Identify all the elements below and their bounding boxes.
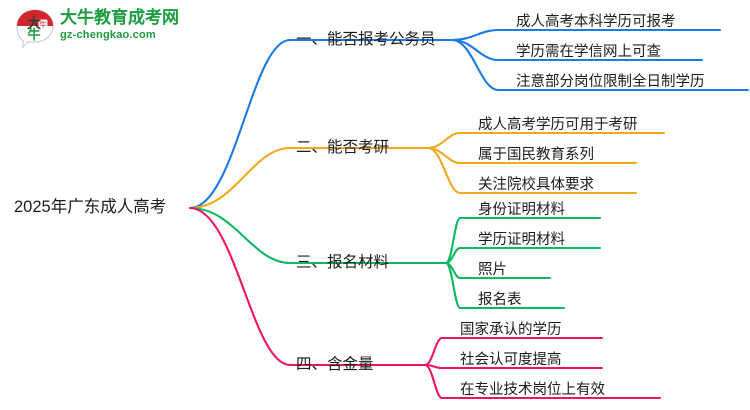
branch-label-2[interactable]: 二、能否考研 [296, 139, 390, 156]
logo-title: 大牛教育成考网 [60, 8, 179, 27]
leaf-label-3-1[interactable]: 身份证明材料 [478, 202, 565, 218]
leaf-connector-1-3 [450, 38, 500, 92]
branch-label-3[interactable]: 三、报名材料 [296, 254, 390, 271]
leaf-connector-4-1 [423, 336, 444, 367]
leaf-connector-1-1 [450, 28, 500, 42]
svg-text:大: 大 [27, 15, 41, 32]
leaf-label-1-2[interactable]: 学历需在学信网上可查 [516, 44, 661, 60]
leaf-connector-3-4 [444, 261, 462, 310]
site-logo[interactable]: 牛 大 牛 大牛教育成考网 gz-chengkao.com [14, 6, 194, 52]
svg-text:牛: 牛 [40, 20, 47, 29]
logo-text: 大牛教育成考网 gz-chengkao.com [60, 7, 179, 42]
branch-trunk-curve-3 [188, 206, 292, 265]
leaf-label-3-3[interactable]: 照片 [478, 262, 507, 278]
leaf-label-4-1[interactable]: 国家承认的学历 [460, 322, 562, 338]
branch-label-1[interactable]: 一、能否报考公务员 [296, 31, 436, 48]
leaf-label-3-4[interactable]: 报名表 [478, 292, 522, 308]
speech-bubble-logo-icon: 牛 大 牛 [16, 9, 54, 48]
leaf-connector-2-3 [426, 146, 462, 195]
leaf-label-2-1[interactable]: 成人高考学历可用于考研 [478, 117, 638, 133]
branch-trunk-curve-1 [188, 38, 292, 210]
svg-text:牛: 牛 [27, 27, 40, 43]
branch-trunk-curve-4 [188, 206, 292, 367]
branch-trunk-curve-2 [188, 146, 292, 210]
leaf-label-1-1[interactable]: 成人高考本科学历可报考 [516, 14, 676, 30]
leaf-connector-2-1 [426, 131, 462, 150]
leaf-label-2-3[interactable]: 关注院校具体要求 [478, 177, 594, 193]
leaf-label-1-3[interactable]: 注意部分岗位限制全日制学历 [516, 74, 705, 90]
branch-label-4[interactable]: 四、含金量 [296, 356, 374, 373]
logo-subtitle: gz-chengkao.com [60, 29, 156, 41]
root-label[interactable]: 2025年广东成人高考 [14, 198, 167, 216]
leaf-label-4-2[interactable]: 社会认可度提高 [460, 352, 562, 368]
leaf-connector-4-3 [423, 363, 444, 400]
leaf-label-4-3[interactable]: 在专业技术岗位上有效 [460, 382, 605, 398]
leaf-label-3-2[interactable]: 学历证明材料 [478, 232, 565, 248]
leaf-label-2-2[interactable]: 属于国民教育系列 [478, 147, 594, 163]
